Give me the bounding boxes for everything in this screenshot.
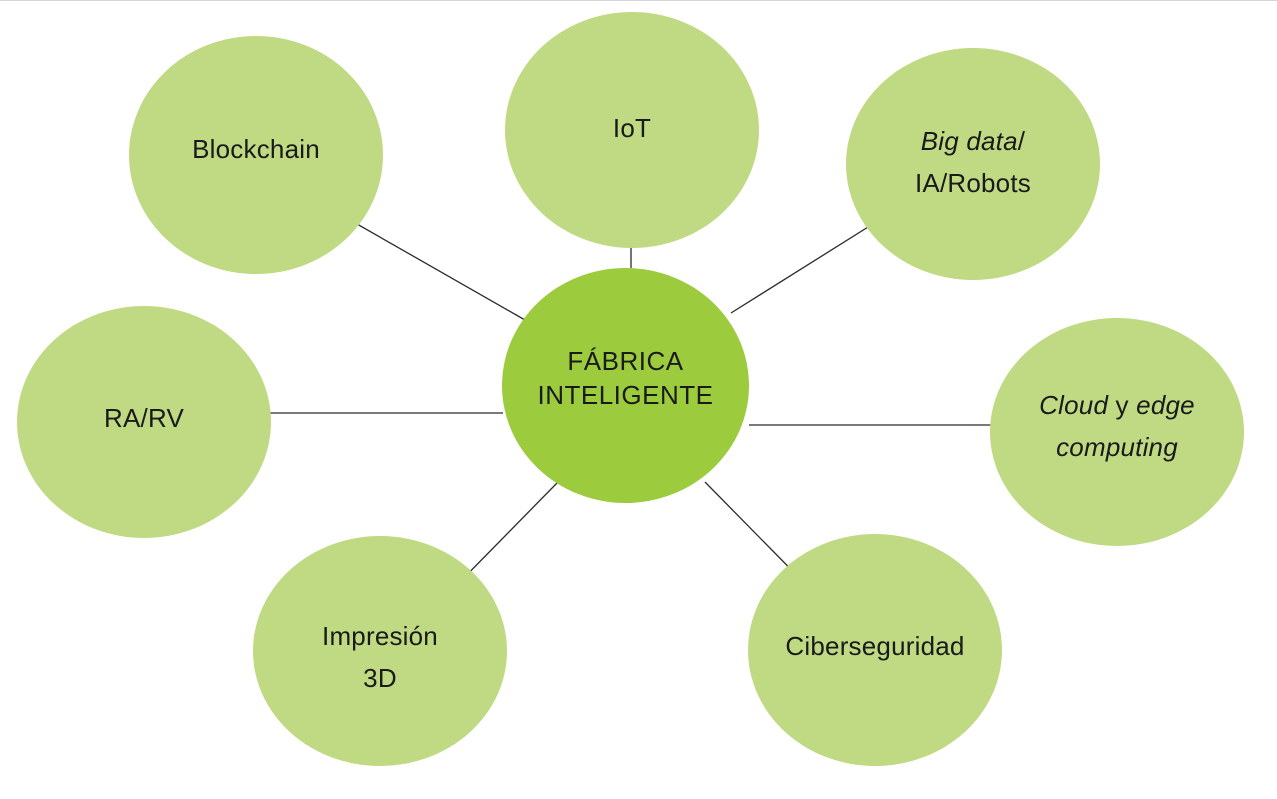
node-label-slash: /: [1017, 126, 1026, 156]
node-label-mid: y: [1108, 390, 1137, 420]
node-ra-rv: RA/RV: [17, 306, 271, 538]
node-label-line-1: Cloud y edge: [1039, 384, 1195, 426]
node-impresion-3d: Impresión 3D: [253, 536, 507, 766]
node-label-line-2: IA/Robots: [915, 168, 1031, 198]
node-label-line-1: Big data/: [915, 120, 1031, 162]
top-rule: [0, 0, 1277, 1]
node-big-data-ia-robots: Big data/ IA/Robots: [846, 48, 1100, 280]
node-label: IoT: [612, 113, 652, 143]
node-blockchain: Blockchain: [129, 36, 383, 274]
node-label-line-2: computing: [1056, 432, 1178, 462]
node-label: RA/RV: [104, 403, 184, 433]
center-label-line-2: INTELIGENTE: [537, 379, 714, 410]
node-center-fabrica-inteligente: FÁBRICA INTELIGENTE: [502, 268, 749, 503]
node-cloud-edge-computing: Cloud y edge computing: [990, 318, 1244, 546]
node-label-line-1: Impresión: [322, 621, 438, 651]
node-label: Blockchain: [192, 134, 320, 164]
node-iot: IoT: [505, 12, 759, 248]
node-label-italic: Big data: [920, 126, 1018, 156]
node-label-italic-a: Cloud: [1039, 390, 1109, 420]
center-label-line-1: FÁBRICA: [567, 345, 684, 376]
node-label: Ciberseguridad: [785, 631, 965, 661]
node-label-line-2: 3D: [363, 663, 397, 693]
node-label-italic-b: edge: [1136, 390, 1195, 420]
node-ciberseguridad: Ciberseguridad: [748, 534, 1002, 766]
connector-bigdata: [730, 211, 893, 314]
connector-blockchain: [342, 215, 526, 321]
